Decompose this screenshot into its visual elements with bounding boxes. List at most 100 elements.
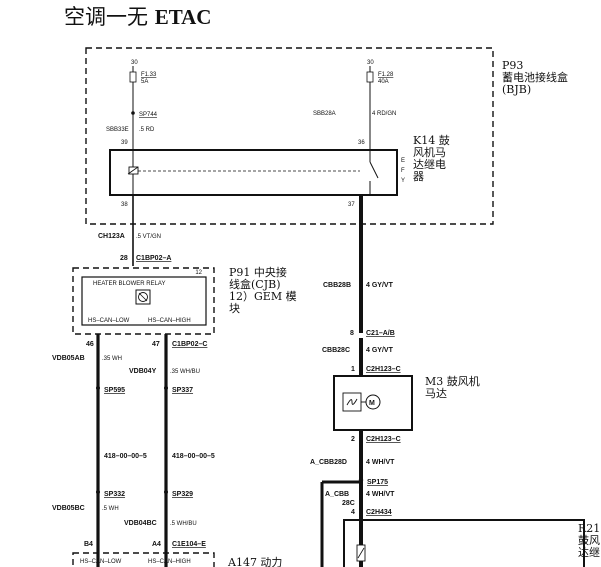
ch123a-wire: .5 VT/GN: [136, 234, 161, 240]
vdb05bc-wire: .5 WH: [102, 506, 119, 512]
k14-line4: 器: [413, 170, 424, 183]
a-cbb-wire: 4 WH/VT: [366, 491, 395, 498]
a-cbb-number: 28C: [342, 500, 355, 507]
m3-line1: M3 鼓风机: [425, 374, 480, 388]
r21-line1: R21: [578, 522, 600, 535]
vdb04bc-wire: .5 WH/BU: [170, 521, 197, 527]
c1bp02a-label: C1BP02–A: [136, 255, 171, 262]
r21-relay-box: [343, 519, 585, 567]
sp329-label: SP329: [172, 491, 193, 498]
p91-line4: 块: [229, 302, 240, 315]
r21-line2: 鼓风: [578, 533, 600, 547]
pin-12: 12: [195, 270, 202, 276]
hs-can-low-2: HS–CAN–LOW: [80, 559, 122, 565]
gem-relay-circle: [138, 292, 148, 302]
gem-relay-diag: [138, 292, 148, 302]
sp337-label: SP337: [172, 387, 193, 394]
relay-term-y: Y: [401, 178, 405, 184]
p93-abbr: (BJB): [502, 83, 531, 96]
r21-line3: 达继: [578, 546, 600, 559]
sp595-node: [96, 386, 100, 390]
pin-2: 2: [351, 436, 355, 443]
k14-line3: 达继电: [413, 158, 446, 171]
cbb28b-wire: 4 GY/VT: [366, 282, 394, 289]
motor-m-glyph: M: [369, 400, 375, 407]
hs-can-high: HS–CAN–HIGH: [148, 318, 191, 324]
relay-term-e: E: [401, 158, 405, 164]
gem-module-box: [81, 276, 207, 326]
p91-line3: 12）GEM 模: [229, 290, 297, 303]
sp744-label: SP744: [139, 112, 158, 118]
pin-46: 46: [86, 341, 94, 348]
f1-33-amp: 5A: [141, 79, 148, 85]
p93-name: 蓄电池接线盒: [502, 70, 568, 84]
c2h123c-label: C2H123–C: [366, 366, 401, 373]
k14-relay-box: [109, 149, 398, 196]
pin-b4: B4: [84, 541, 93, 548]
vdb04y-label: VDB04Y: [129, 368, 157, 375]
sp332-label: SP332: [104, 491, 125, 498]
vdb05ab-label: VDB05AB: [52, 355, 85, 362]
c2h123c2-label: C2H123–C: [366, 436, 401, 443]
ch123a-label: CH123A: [98, 233, 125, 240]
relay-coil-diag: [127, 166, 139, 175]
k14-line2: 风机马: [413, 145, 446, 159]
hs-can-low: HS–CAN–LOW: [88, 318, 130, 324]
m3-motor-box: [333, 375, 413, 431]
title-cn: 空调一无: [64, 5, 155, 29]
ref-code-2: 418–00–00–5: [172, 453, 215, 460]
diagram-title: 空调一无 ETAC: [64, 1, 211, 31]
pin-47: 47: [152, 341, 160, 348]
sbb33e-wire: .5 RD: [139, 127, 155, 133]
pin-a4: A4: [152, 541, 161, 548]
f1-33-label: F1.33: [141, 72, 157, 78]
sp332-node: [96, 490, 100, 494]
sp337-node: [164, 386, 168, 390]
cbb28b-label: CBB28B: [323, 282, 351, 289]
fuse-f1-28-icon: [366, 71, 374, 83]
pin-1: 1: [351, 366, 355, 373]
f1-28-amp: 40A: [378, 79, 389, 85]
ref-code-1: 418–00–00–5: [104, 453, 147, 460]
a147-label: A147 动力: [227, 556, 282, 567]
a-cbb28d-label: A_CBB28D: [310, 459, 347, 466]
vdb05bc-label: VDB05BC: [52, 505, 85, 512]
b30b-label: 30: [367, 60, 374, 66]
cbb28c-label: CBB28C: [322, 347, 350, 354]
c21ab-label: C21–A/B: [366, 330, 395, 337]
sp744-node: [131, 111, 135, 115]
vdb04bc-label: VDB04BC: [124, 520, 157, 527]
relay-switch-icon: [369, 161, 379, 179]
pin-36: 36: [358, 140, 365, 146]
relay-term-f: F: [401, 168, 405, 174]
heater-relay-label: HEATER BLOWER RELAY: [93, 281, 165, 287]
cbb28c-wire: 4 GY/VT: [366, 347, 394, 354]
p93-box: [85, 47, 494, 225]
sbb33e-label: SBB33E: [106, 127, 129, 133]
a-cbb-label: A_CBB: [325, 491, 349, 498]
sbb28a-label: SBB28A: [313, 111, 336, 117]
sp329-node: [164, 490, 168, 494]
b30a-label: 30: [131, 60, 138, 66]
title-en: ETAC: [154, 5, 212, 29]
pin-37: 37: [348, 202, 355, 208]
vdb05ab-wire: .35 WH: [102, 356, 122, 362]
m3-line2: 马达: [425, 387, 447, 400]
pin-28: 28: [120, 255, 128, 262]
sp175-label: SP175: [367, 479, 388, 486]
c2h434-label: C2H434: [366, 509, 392, 516]
p91-line2: 线盒(CJB): [229, 277, 281, 291]
fan-blade-icon: [346, 398, 358, 406]
a-cbb28d-wire: 4 WH/VT: [366, 459, 395, 466]
hs-can-high-2: HS–CAN–HIGH: [148, 559, 191, 565]
vdb04y-wire: .35 WH/BU: [170, 369, 200, 375]
a147-box: [72, 552, 215, 567]
pin-8: 8: [350, 330, 354, 337]
r21-coil-diag: [357, 547, 365, 559]
sp595-label: SP595: [104, 387, 125, 394]
fuse-f1-33-icon: [129, 71, 137, 83]
c1bp02c-label: C1BP02–C: [172, 341, 207, 348]
sbb28a-wire: 4 RD/GN: [372, 111, 396, 117]
